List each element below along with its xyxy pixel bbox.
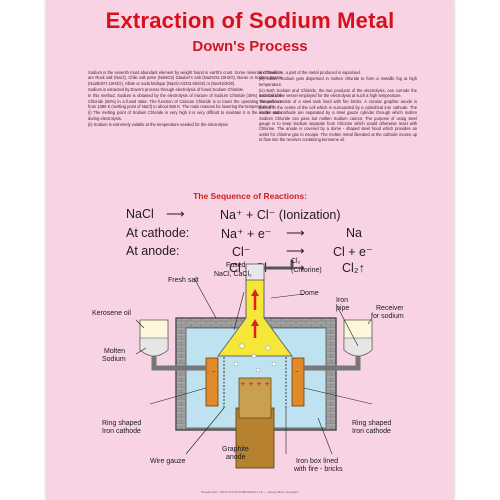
text-column-right: and therefore, a part of the metal produ… [259,70,417,143]
chlorine-bubbles [233,343,277,372]
reaction-3-right: Cl + e⁻ [333,245,373,259]
label-kerosene: Kerosene oil [92,310,131,317]
charge-signs: + + + + – – [212,367,299,388]
cathode-left [205,357,219,407]
label-receiver-2: for sodium [371,313,404,320]
label-dome: Dome [300,290,319,297]
poster-title: Extraction of Sodium Metal [105,8,395,33]
svg-text:–: – [212,367,216,375]
label-graphite: Graphite [222,446,249,453]
paragraph: (iii) Molten Sodium gets dispersed in mo… [259,76,417,87]
reaction-2-label: At cathode: [126,226,190,240]
reaction-3-label: At anode: [126,244,180,258]
reaction-3-mid: Cl⁻ [232,245,251,259]
label-ring-cathode-left-2: Iron cathode [102,428,141,435]
label-molten-2: Sodium [102,356,126,363]
label-ring-cathode-right-2: Iron cathode [352,428,391,435]
dome [217,260,294,357]
text-column-left: Sodium is the seventh most abundant elem… [88,70,282,128]
graphite-anode [238,377,272,419]
label-ring-cathode-right: Ring shaped [352,420,392,427]
label-fused: Fused [226,262,246,269]
label-iron-pipe: Iron [336,297,349,304]
label-iron-box: Iron box lined [296,458,339,465]
label-ring-cathode-left: Ring shaped [102,420,142,427]
reaction-4-right: Cl₂↑ [342,261,365,275]
paragraph: The cell consists of a steel tank lined … [259,99,417,143]
arrow: ⟶ [286,243,305,258]
svg-text:+ + + +: + + + + [240,380,270,388]
paragraph: Sodium is extracted by Down's process th… [88,87,244,93]
poster: Extraction of Sodium Metal Down's Proces… [46,0,454,500]
paragraph: Sodium is the seventh most abundant elem… [88,70,282,86]
paragraph: In this method, Sodium is obtained by th… [88,93,282,110]
downs-cell-diagram: + + + + – – [135,260,373,469]
arrow: ⟶ [166,206,185,221]
paragraph: (iv) Both Sodium and Chloride, the two p… [259,87,417,99]
reaction-2-right: Na [346,226,362,240]
poster-footer: Prepared by: VIDYA KUTIR PUBLISHING LLP … [201,490,299,494]
reaction-2-mid: Na⁺ + e⁻ [221,227,272,241]
label-receiver: Receiver [376,305,404,312]
leader-lines [135,277,373,455]
paragraph: (i) The melting point of Sodium Chloride… [88,110,282,121]
label-iron-pipe-2: pipe [336,305,350,312]
paragraph: and therefore, a part of the metal produ… [259,70,361,75]
cathode-right [291,357,305,407]
label-iron-box-2: with fire - bricks [294,466,343,473]
reaction-1-left: NaCl [126,207,154,221]
label-cl2: Cl₂ [291,258,301,265]
label-wire-gauze: Wire gauze [150,458,186,465]
arrow: ⟶ [286,225,305,240]
paragraph: (ii) Sodium is extremely volatile at the… [88,121,228,127]
receiver-right [343,319,373,357]
label-fresh-salt: Fresh salt [168,277,199,284]
receiver-left [139,319,169,357]
reactions-heading: The Sequence of Reactions: [193,191,307,201]
label-chlorine: (Chlorine) [291,267,322,274]
wire-gauze [223,350,287,408]
poster-subtitle: Down's Process [192,38,308,55]
svg-text:–: – [295,367,299,375]
label-graphite-2: anode [226,454,246,461]
label-fused-salts: NaCl, CaCl₂ [214,271,252,278]
label-molten: Molten [104,348,126,355]
reaction-1-right: Na⁺ + Cl⁻ (Ionization) [220,208,341,222]
